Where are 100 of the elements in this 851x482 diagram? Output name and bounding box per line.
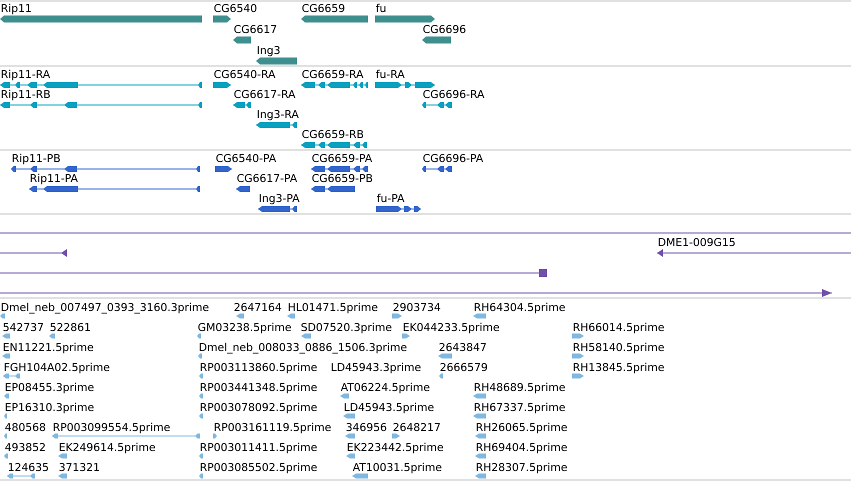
node-label: LD45943.5prime: [344, 402, 434, 414]
feature-glyph: GM03238.5prime: [197, 322, 291, 338]
feature-glyph: HL01471.5prime: [287, 302, 378, 318]
node-label: Rip11-PB: [12, 154, 60, 164]
feature-glyph: AT06224.5prime: [340, 382, 430, 398]
feature-glyph: 493852: [4, 443, 45, 458]
feature-glyph: 2648217: [392, 423, 440, 438]
node-label: RH26065.5prime: [476, 422, 567, 434]
node-label: RH58140.5prime: [574, 342, 664, 354]
feature-glyph: Rip11-PB: [10, 154, 200, 172]
node-label: FGH104A02.5prime: [4, 362, 110, 374]
node-label: 542737: [4, 322, 43, 332]
feature-glyph: AT10031.5prime: [352, 462, 442, 478]
alignment-bar: [0, 269, 548, 277]
feature-glyph: CG6659-RB: [300, 130, 368, 148]
node-label: CG6659-PA: [312, 154, 372, 162]
node-label: Ing3: [258, 46, 280, 56]
node-label: 2648217: [393, 422, 440, 432]
feature-glyph: CG6696-RA: [422, 90, 484, 108]
node-label: Dmel_neb_007497_0393_3160.3prime: [2, 302, 208, 314]
node-label: Rip11-PA: [30, 174, 78, 184]
node-label: fu-RA: [376, 70, 405, 78]
node-label: 480568: [5, 422, 46, 432]
node-label: SD07520.3prime: [301, 322, 392, 334]
feature-glyph: Dmel_neb_008033_0886_1506.3prime: [198, 342, 406, 358]
feature-glyph: fu: [375, 4, 435, 22]
feature-glyph: RP003113860.5prime: [199, 362, 317, 378]
feature-glyph: DME1-009G15: [656, 238, 851, 257]
node-label: RP003099554.5prime: [54, 422, 170, 434]
feature-glyph: Rip11-PA: [28, 174, 200, 192]
node-label: RH48689.5prime: [474, 382, 565, 394]
node-label: CG6659-PB: [312, 174, 372, 182]
node-label: RH69404.5prime: [476, 442, 567, 454]
node-label: RH66014.5prime: [574, 322, 664, 334]
node-label: Ing3-PA: [260, 194, 300, 204]
feature-glyph: CG6659-PA: [310, 154, 372, 172]
feature-glyph: 124635: [6, 463, 48, 478]
feature-glyph: Rip11-RB: [0, 90, 202, 108]
feature-glyph: RH64304.5prime: [473, 302, 565, 318]
feature-glyph: CG6617-RA: [232, 90, 296, 108]
feature-glyph: CG6540-PA: [214, 154, 276, 172]
feature-glyph: RP003441348.5prime: [199, 382, 317, 398]
node-label: AT06224.5prime: [340, 382, 430, 394]
feature-glyph: Rip11-RA: [0, 70, 202, 88]
feature-glyph: 480568: [4, 423, 46, 438]
feature-glyph: Rip11: [0, 4, 202, 22]
node-label: RH64304.5prime: [474, 302, 565, 314]
feature-glyph: fu-RA: [374, 70, 436, 88]
node-label: CG6659-RA: [302, 70, 364, 78]
feature-glyph: RH67337.5prime: [473, 402, 565, 418]
alignment-bar: [0, 289, 832, 297]
feature-glyph: RH58140.5prime: [572, 342, 664, 358]
feature-glyph: CG6696: [422, 24, 466, 44]
node-label: CG6540: [214, 4, 256, 12]
node-label: 2666579: [440, 362, 488, 372]
node-label: 371321: [60, 462, 99, 472]
node-label: EK044233.5prime: [404, 322, 500, 334]
feature-glyph: CG6659-RA: [300, 70, 368, 88]
feature-glyph: RP003078092.5prime: [199, 402, 317, 418]
node-label: CG6696-RA: [423, 90, 484, 98]
node-label: EK249614.5prime: [60, 442, 156, 454]
feature-glyph: RH13845.5prime: [572, 362, 664, 378]
node-label: CG6540-PA: [216, 154, 276, 162]
feature-glyph: CG6617: [233, 24, 276, 44]
feature-glyph: 2647164: [234, 303, 282, 318]
node-label: RH28307.5prime: [476, 462, 567, 474]
node-label: RP003161119.5prime: [214, 422, 331, 434]
node-label: CG6617-RA: [234, 90, 296, 98]
node-label: EP16310.3prime: [6, 402, 94, 414]
feature-glyph: CG6659-PB: [310, 174, 372, 192]
node-label: RP003085502.5prime: [200, 462, 317, 474]
feature-glyph: RP003099554.5prime: [52, 422, 200, 438]
feature-glyph: 2643847: [438, 343, 486, 358]
node-label: CG6659-RB: [302, 130, 364, 138]
feature-glyph: fu-PA: [376, 194, 422, 212]
node-label: 124635: [8, 462, 48, 472]
feature-glyph: FGH104A02.5prime: [2, 362, 110, 378]
feature-glyph: LD45943.3prime: [332, 362, 421, 374]
node-label: Ing3-RA: [258, 110, 299, 120]
node-label: Rip11: [2, 4, 31, 14]
node-label: RP003078092.5prime: [200, 402, 317, 414]
feature-glyph: SD07520.3prime: [301, 322, 392, 338]
feature-glyph: Ing3: [256, 46, 297, 64]
node-label: Dmel_neb_008033_0886_1506.3prime: [200, 342, 406, 354]
feature-glyph: CG6617-PA: [236, 174, 298, 192]
node-label: EP08455.3prime: [6, 382, 94, 394]
node-label: CG6696: [423, 24, 466, 34]
feature-glyph: Ing3-PA: [258, 194, 300, 212]
node-label: HL01471.5prime: [288, 302, 378, 314]
node-label: EK223442.5prime: [348, 442, 444, 454]
node-label: fu: [376, 4, 386, 12]
feature-glyph: CG6540: [213, 4, 256, 22]
feature-glyph: RH48689.5prime: [473, 382, 565, 398]
node-label: CG6696-PA: [423, 154, 484, 162]
feature-glyph: CG6540-RA: [212, 70, 276, 88]
node-label: RH67337.5prime: [474, 402, 565, 414]
feature-glyph: 2666579: [439, 363, 488, 378]
node-label: RH13845.5prime: [574, 362, 664, 374]
node-label: 346956: [346, 422, 386, 432]
feature-glyph: 346956: [345, 423, 386, 438]
